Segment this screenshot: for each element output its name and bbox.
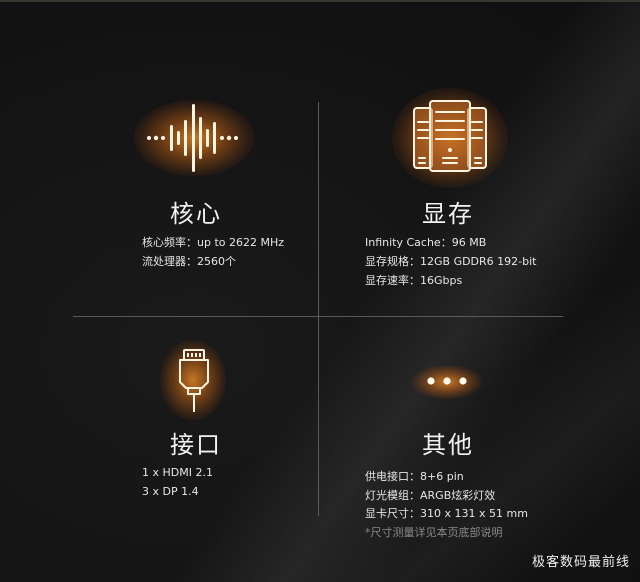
spec-value: 16Gbps: [420, 274, 463, 287]
spec-label: Infinity Cache：: [365, 236, 452, 249]
spec-row: 3 x DP 1.4: [142, 482, 213, 501]
vertical-divider: [318, 102, 319, 516]
spec-label: 核心频率：: [142, 236, 197, 249]
spec-list: Infinity Cache：96 MB 显存规格：12GB GDDR6 192…: [365, 233, 536, 290]
spec-row: 供电接口：8+6 pin: [365, 468, 528, 487]
spec-row: 核心频率：up to 2622 MHz: [142, 233, 284, 252]
spec-value: 12GB GDDR6 192-bit: [420, 255, 537, 268]
spec-row: Infinity Cache：96 MB: [365, 233, 536, 252]
spec-row: 显卡尺寸：310 x 131 x 51 mm: [365, 505, 528, 524]
waveform-icon: [147, 104, 238, 172]
spec-value: 8+6 pin: [420, 470, 464, 483]
section-title: 其他: [422, 431, 474, 459]
plug-connector-icon: [179, 349, 209, 412]
spec-list: 1 x HDMI 2.1 3 x DP 1.4: [142, 463, 213, 501]
size-footnote: *尺寸测量详见本页底部说明: [365, 525, 503, 539]
section-title: 核心: [170, 200, 222, 228]
spec-row: 显存速率：16Gbps: [365, 271, 536, 290]
spec-value: 2560个: [197, 255, 236, 268]
spec-label: 显存规格：: [365, 255, 420, 268]
spec-list: 供电接口：8+6 pin 灯光模组：ARGB炫彩灯效 显卡尺寸：310 x 13…: [365, 468, 528, 542]
more-dots-icon: [427, 377, 467, 385]
spec-value: 310 x 131 x 51 mm: [420, 507, 528, 520]
spec-value: ARGB炫彩灯效: [420, 488, 496, 502]
spec-value: 1 x HDMI 2.1: [142, 466, 213, 479]
horizontal-divider: [73, 316, 563, 317]
spec-row: 流处理器：2560个: [142, 252, 284, 271]
spec-value: 96 MB: [451, 236, 487, 249]
spec-row: 1 x HDMI 2.1: [142, 463, 213, 482]
spec-value: 3 x DP 1.4: [142, 485, 199, 498]
spec-label: 显卡尺寸：: [365, 507, 420, 520]
spec-label: 供电接口：: [365, 470, 420, 483]
spec-list: 核心频率：up to 2622 MHz 流处理器：2560个: [142, 233, 284, 271]
spec-label: 流处理器：: [142, 255, 197, 268]
spec-row: 灯光模组：ARGB炫彩灯效: [365, 487, 528, 506]
spec-value: up to 2622 MHz: [197, 236, 285, 249]
spec-label: 显存速率：: [365, 274, 420, 287]
section-title: 接口: [170, 431, 222, 459]
spec-label: 灯光模组：: [365, 488, 420, 502]
top-edge: [0, 0, 640, 2]
spec-row: 显存规格：12GB GDDR6 192-bit: [365, 252, 536, 271]
section-title: 显存: [422, 200, 474, 228]
watermark: 极客数码最前线: [531, 555, 630, 570]
server-stack-icon: [413, 100, 487, 172]
